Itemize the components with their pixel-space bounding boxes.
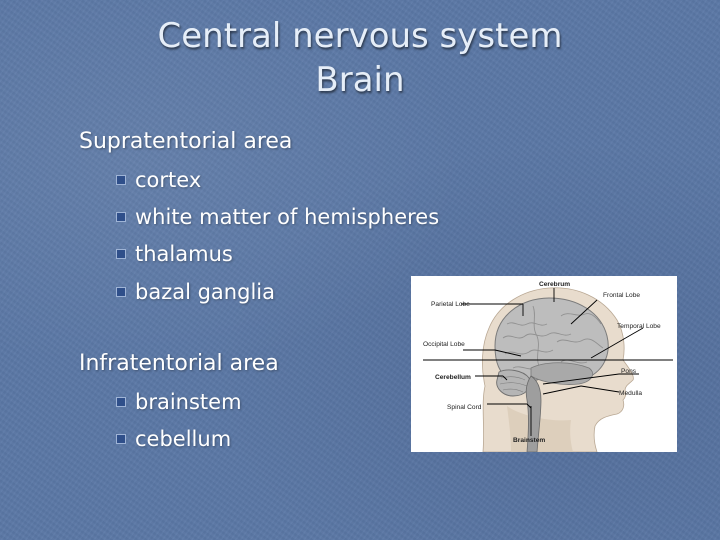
leader-lines: [423, 288, 673, 436]
label-occipital-lobe: Occipital Lobe: [423, 341, 465, 348]
list-item-text: brainstem: [135, 390, 242, 414]
label-frontal-lobe: Frontal Lobe: [603, 292, 640, 299]
label-temporal-lobe: Temporal Lobe: [617, 323, 661, 330]
list-item: brainstem: [116, 388, 242, 416]
bullet-square-icon: [116, 249, 126, 259]
bullet-square-icon: [116, 175, 126, 185]
brain-anatomy-diagram: Cerebrum Parietal Lobe Frontal Lobe Temp…: [411, 276, 677, 452]
bullet-square-icon: [116, 287, 126, 297]
label-medulla: Medulla: [619, 390, 642, 397]
bullet-square-icon: [116, 434, 126, 444]
brain-anatomy-svg: Cerebrum Parietal Lobe Frontal Lobe Temp…: [423, 281, 673, 452]
list-item: white matter of hemispheres: [116, 203, 439, 231]
label-cerebrum: Cerebrum: [539, 281, 570, 288]
list-item-text: bazal ganglia: [135, 280, 275, 304]
bullet-square-icon: [116, 397, 126, 407]
list-item-text: white matter of hemispheres: [135, 205, 440, 229]
label-parietal-lobe: Parietal Lobe: [431, 301, 470, 308]
slide-title: Central nervous system Brain: [0, 14, 720, 102]
temporal-lobe-shape: [530, 362, 593, 385]
title-line-2: Brain: [315, 60, 405, 100]
list-item: cortex: [116, 166, 201, 194]
section-heading-infratentorial: Infratentorial area: [79, 351, 279, 376]
label-spinal-cord: Spinal Cord: [447, 404, 482, 411]
brainstem-shape: [525, 375, 542, 452]
neck-shadow: [507, 406, 573, 452]
label-brainstem: Brainstem: [513, 437, 545, 444]
list-item-text: thalamus: [135, 242, 233, 266]
label-cerebellum: Cerebellum: [435, 374, 471, 381]
list-item: cebellum: [116, 425, 231, 453]
bullet-square-icon: [116, 212, 126, 222]
section-heading-supratentorial: Supratentorial area: [79, 129, 293, 154]
title-line-1: Central nervous system: [157, 16, 563, 56]
cerebellum-folia: [499, 376, 528, 393]
list-item-text: cebellum: [135, 427, 232, 451]
list-item: thalamus: [116, 240, 233, 268]
list-item-text: cortex: [135, 168, 202, 192]
label-pons: Pons: [621, 368, 637, 375]
list-item: bazal ganglia: [116, 278, 275, 306]
gyri-lines: [502, 305, 604, 370]
